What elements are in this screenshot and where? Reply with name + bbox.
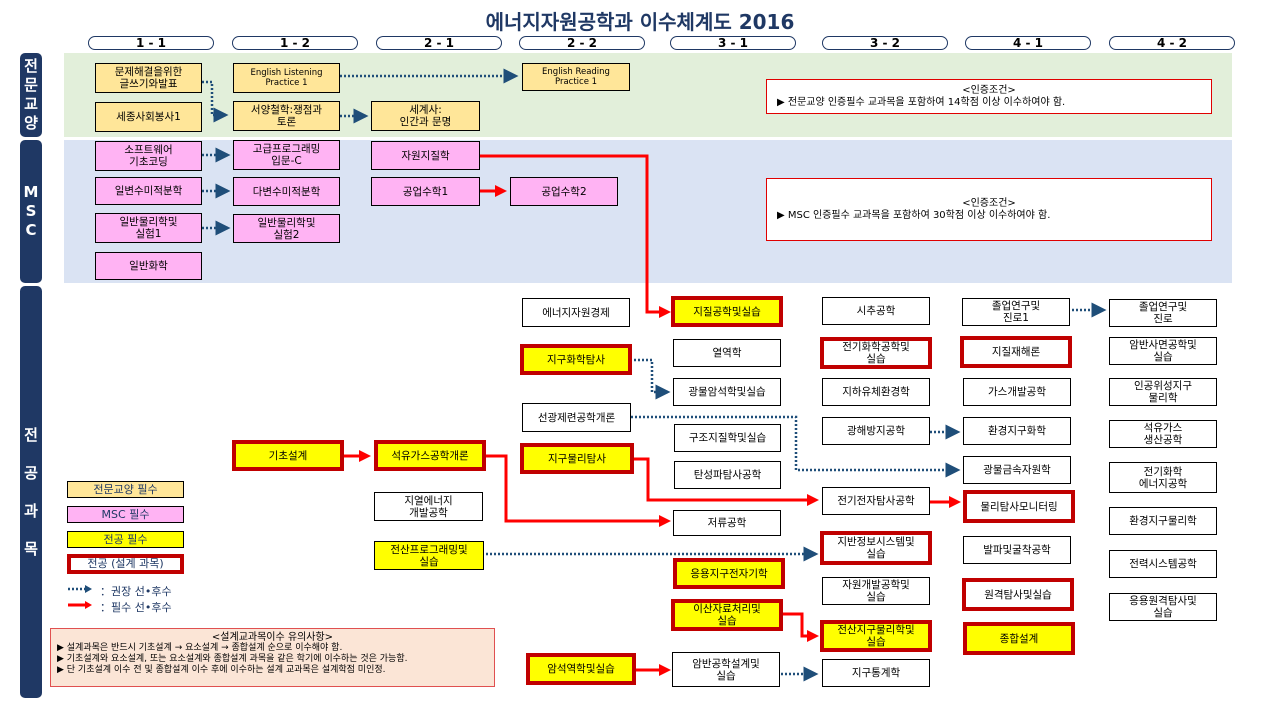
course-mineralogy-petrology[interactable]: 광물암석학및실습 xyxy=(673,378,781,406)
course-resource-geology[interactable]: 자원지질학 xyxy=(371,141,480,170)
course-world-history[interactable]: 세계사: 인간과 문명 xyxy=(371,101,480,131)
course-electrochemical-engineering[interactable]: 전기화학공학및 실습 xyxy=(820,337,932,369)
course-remote-sensing[interactable]: 원격탐사및실습 xyxy=(962,578,1074,611)
course-english-listening[interactable]: English Listening Practice 1 xyxy=(233,63,340,93)
legend-recommended-label: ：권장 선•후수 xyxy=(100,585,172,598)
course-power-systems[interactable]: 전력시스템공학 xyxy=(1109,550,1217,578)
course-basic-design[interactable]: 기초설계 xyxy=(232,440,344,471)
semester-header-1-1: 1 - 1 xyxy=(88,36,214,50)
course-subsurface-fluid[interactable]: 지하유체환경학 xyxy=(822,378,930,406)
course-capstone-design[interactable]: 종합설계 xyxy=(963,622,1075,655)
course-geophysical-exploration[interactable]: 지구물리탐사 xyxy=(520,443,634,474)
course-physics-lab-2[interactable]: 일반물리학및 실험2 xyxy=(233,214,340,243)
legend-major-design: 전공 (설계 과목) xyxy=(67,554,184,574)
course-mine-pollution-prevention[interactable]: 광해방지공학 xyxy=(822,417,930,445)
course-computer-programming[interactable]: 전산프로그래밍및 실습 xyxy=(374,541,484,570)
course-western-philosophy[interactable]: 서양철학:쟁점과 토론 xyxy=(233,101,340,131)
general-condition-heading: <인증조건> xyxy=(962,84,1016,96)
msc-condition-box: <인증조건> ▶ MSC 인증필수 교과목을 포함하여 30학점 이상 이수하여… xyxy=(766,178,1212,241)
course-eng-math-1[interactable]: 공업수학1 xyxy=(371,177,480,206)
course-applied-geo-electromagnetics[interactable]: 응용지구전자기학 xyxy=(673,558,785,589)
course-software-basic-coding[interactable]: 소프트웨어 기초코딩 xyxy=(95,141,202,171)
course-physics-lab-1[interactable]: 일반물리학및 실험1 xyxy=(95,213,202,243)
design-notes-box: <설계교과목이수 유의사항> ▶ 설계과목은 반드시 기초설계 → 요소설계 →… xyxy=(50,628,495,687)
course-geohazards[interactable]: 지질재해론 xyxy=(960,336,1072,368)
course-geophysical-monitoring[interactable]: 물리탐사모니터링 xyxy=(963,490,1075,523)
course-thesis[interactable]: 졸업연구및 진로 xyxy=(1109,299,1217,327)
course-satellite-geophysics[interactable]: 인공위성지구 물리학 xyxy=(1109,378,1217,406)
msc-condition-heading: <인증조건> xyxy=(962,197,1016,209)
design-notes-heading: <설계교과목이수 유의사항> xyxy=(211,632,334,643)
semester-header-3-2: 3 - 2 xyxy=(822,36,948,50)
course-multi-var-calculus[interactable]: 다변수미적분학 xyxy=(233,177,340,206)
legend-general-required: 전문교양 필수 xyxy=(67,481,184,498)
general-condition-text: ▶ 전문교양 인증필수 교과목을 포함하여 14학점 이상 이수하여야 함. xyxy=(777,96,1066,108)
semester-header-2-1: 2 - 1 xyxy=(376,36,502,50)
course-resource-development[interactable]: 자원개발공학및 실습 xyxy=(822,577,930,605)
course-electrical-exploration[interactable]: 전기전자탐사공학 xyxy=(822,487,930,515)
course-english-reading[interactable]: English Reading Practice 1 xyxy=(522,63,630,91)
course-thesis-1[interactable]: 졸업연구및 진로1 xyxy=(962,298,1070,326)
course-single-var-calculus[interactable]: 일변수미적분학 xyxy=(95,177,202,205)
course-computational-geophysics[interactable]: 전산지구물리학및 실습 xyxy=(820,620,932,652)
section-label-msc: M S C xyxy=(20,140,42,283)
legend-arrow-icons xyxy=(68,585,92,609)
course-petroleum-production[interactable]: 석유가스 생산공학 xyxy=(1109,420,1217,448)
course-gas-development[interactable]: 가스개발공학 xyxy=(963,378,1071,406)
legend-major-required: 전공 필수 xyxy=(67,531,184,548)
course-discrete-data-processing[interactable]: 이산자료처리및 실습 xyxy=(671,599,783,631)
course-rock-engineering-design[interactable]: 암반공학설계및 실습 xyxy=(672,652,780,687)
course-eng-math-2[interactable]: 공업수학2 xyxy=(510,177,618,206)
course-advanced-programming-c[interactable]: 고급프로그래밍 입문-C xyxy=(233,140,340,170)
course-energy-economics[interactable]: 에너지자원경제 xyxy=(522,298,630,327)
link-rec-geochem-to-mineral xyxy=(630,358,671,400)
legend-msc-required: MSC 필수 xyxy=(67,506,184,523)
design-note-line: ▶ 기초설계와 요소설계, 또는 요소설계와 종합설계 과목을 같은 학기에 이… xyxy=(57,654,408,664)
course-environmental-geophysics[interactable]: 환경지구물리학 xyxy=(1109,507,1217,535)
course-applied-remote-sensing[interactable]: 응용원격탐사및 실습 xyxy=(1109,593,1217,621)
course-geochemical-exploration[interactable]: 지구화학탐사 xyxy=(520,344,632,375)
course-engineering-geology[interactable]: 지질공학및실습 xyxy=(671,296,783,327)
course-petroleum-intro[interactable]: 석유가스공학개론 xyxy=(374,440,486,471)
course-seismic-exploration[interactable]: 탄성파탐사공학 xyxy=(674,461,781,489)
course-mineral-processing[interactable]: 선광제련공학개론 xyxy=(522,403,631,432)
general-condition-box: <인증조건> ▶ 전문교양 인증필수 교과목을 포함하여 14학점 이상 이수하… xyxy=(766,79,1212,114)
course-blasting-excavation[interactable]: 발파및굴착공학 xyxy=(963,536,1071,564)
semester-header-3-1: 3 - 1 xyxy=(670,36,796,50)
section-label-major: 전 공 과 목 xyxy=(20,286,42,698)
section-label-general: 전 문 교 양 xyxy=(20,53,42,137)
course-geostatistics[interactable]: 지구통계학 xyxy=(822,659,930,687)
course-sejong-service[interactable]: 세종사회봉사1 xyxy=(95,102,202,132)
page-title: 에너지자원공학과 이수체계도 2016 xyxy=(485,10,795,34)
course-rock-mechanics[interactable]: 암석역학및실습 xyxy=(526,653,636,685)
course-gis[interactable]: 지반정보시스템및 실습 xyxy=(820,531,932,565)
course-metal-resources[interactable]: 광물금속자원학 xyxy=(963,456,1071,484)
course-reservoir-engineering[interactable]: 저류공학 xyxy=(673,510,781,536)
semester-header-1-2: 1 - 2 xyxy=(232,36,358,50)
course-rock-slope[interactable]: 암반사면공학및 실습 xyxy=(1109,337,1217,365)
course-electrochemical-energy[interactable]: 전기화학 에너지공학 xyxy=(1109,462,1217,493)
design-note-line: ▶ 설계과목은 반드시 기초설계 → 요소설계 → 종합설계 순으로 이수해야 … xyxy=(57,643,343,653)
semester-header-4-1: 4 - 1 xyxy=(965,36,1091,50)
msc-condition-text: ▶ MSC 인증필수 교과목을 포함하여 30학점 이상 이수하여야 함. xyxy=(777,209,1051,221)
semester-header-4-2: 4 - 2 xyxy=(1109,36,1235,50)
design-note-line: ▶ 단 기초설계 이수 전 및 종합설계 이수 후에 이수하는 설계 교과목은 … xyxy=(57,665,386,675)
course-thermodynamics[interactable]: 열역학 xyxy=(673,339,781,367)
semester-header-2-2: 2 - 2 xyxy=(519,36,645,50)
course-writing-presentation[interactable]: 문제해결을위한 글쓰기와발표 xyxy=(95,63,202,93)
legend-required-label: ：필수 선•후수 xyxy=(100,601,172,614)
course-geothermal[interactable]: 지열에너지 개발공학 xyxy=(374,492,483,521)
course-drilling-engineering[interactable]: 시추공학 xyxy=(822,297,930,325)
course-general-chemistry[interactable]: 일반화학 xyxy=(95,252,202,280)
course-environmental-geochemistry[interactable]: 환경지구화학 xyxy=(963,417,1071,445)
link-req-discrete-to-compgeo xyxy=(782,612,819,642)
course-structural-geology[interactable]: 구조지질학및실습 xyxy=(674,424,781,452)
